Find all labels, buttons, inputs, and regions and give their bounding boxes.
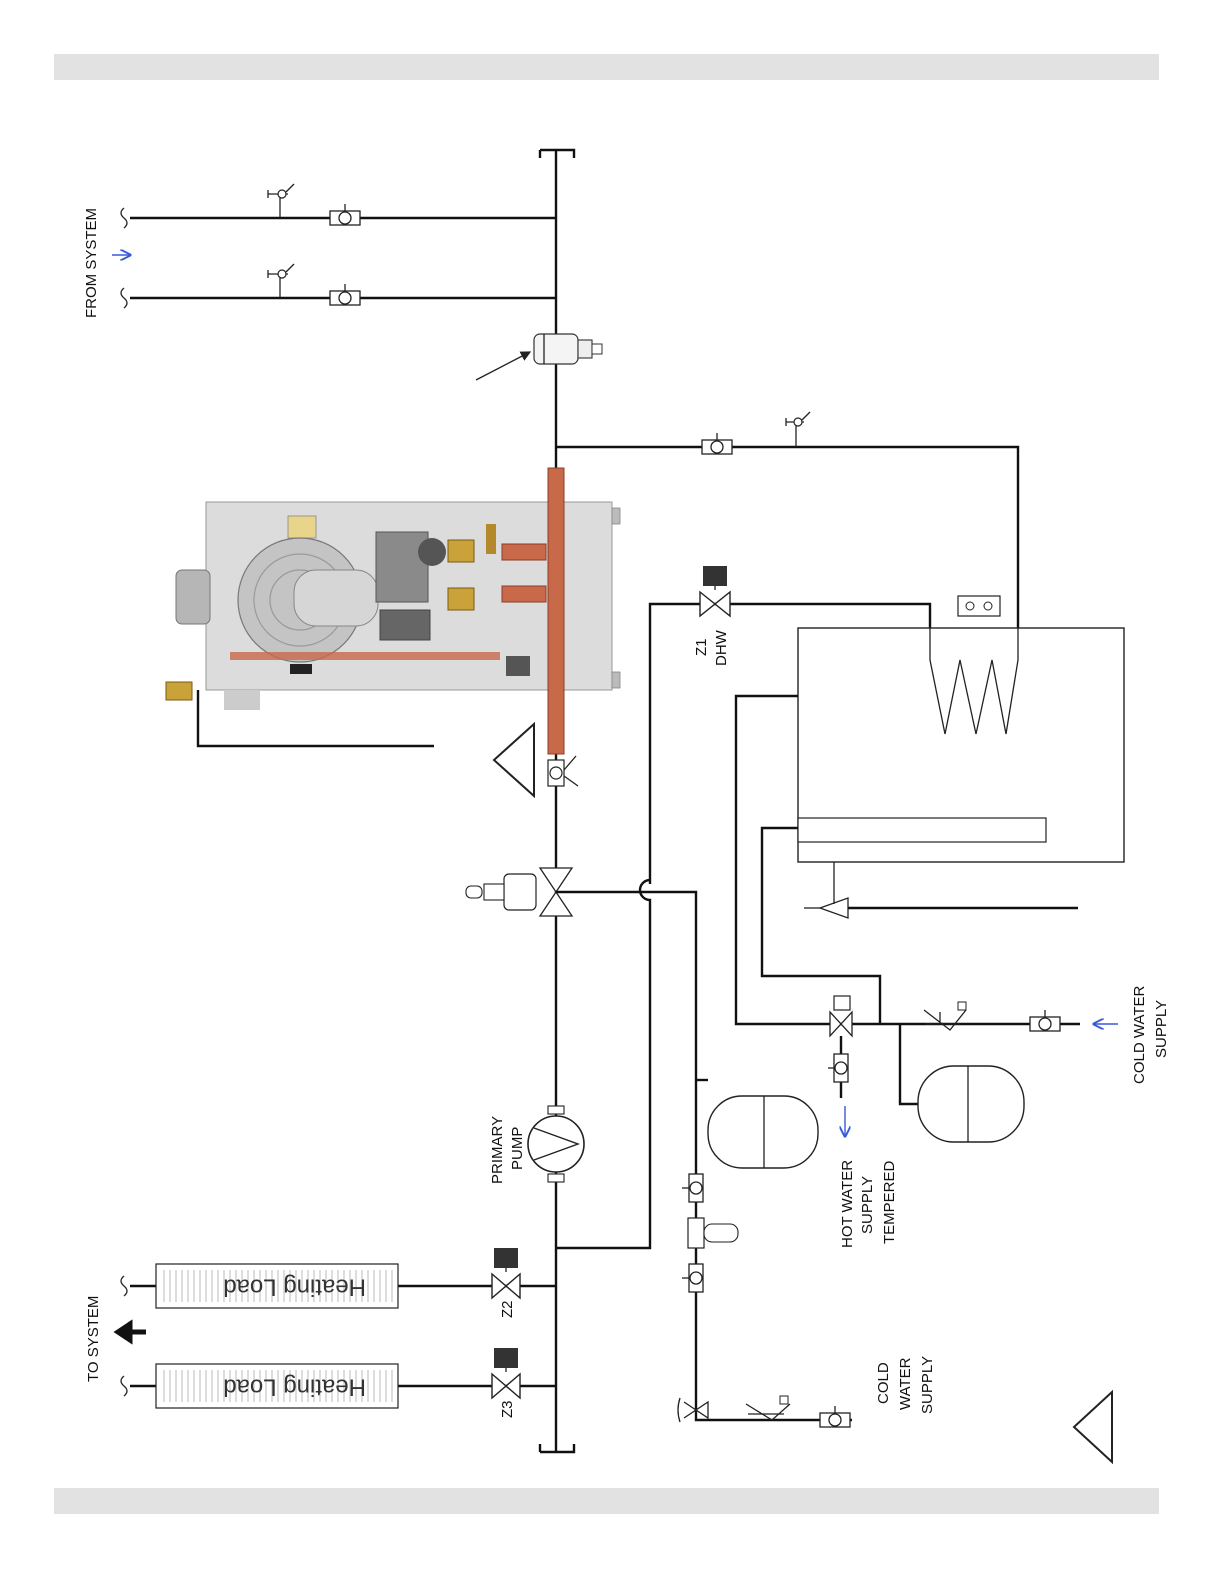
heating-load-2-label: Heating Load [223, 1374, 366, 1401]
z2-label: Z2 [499, 1300, 516, 1318]
drain-valve-icon [268, 184, 294, 218]
check-valve-icon [548, 756, 578, 786]
zone-valve-icon [700, 566, 730, 616]
z1-dhw-label: DHW [713, 629, 730, 666]
ball-valve-icon [1030, 1010, 1060, 1031]
to-system-label: TO SYSTEM [85, 1296, 102, 1382]
mixing-valve-icon [830, 996, 852, 1036]
ball-valve-icon [702, 433, 732, 454]
primary-pump-label-1: PRIMARY [489, 1116, 506, 1184]
from-system-branch-2 [121, 264, 556, 308]
backflow-preventer-icon [924, 1002, 966, 1030]
to-system-arrow-icon [118, 1324, 146, 1340]
ball-valve-icon [682, 1174, 703, 1202]
cold-water-right-label-2: SUPPLY [1153, 1000, 1170, 1058]
warning-triangle-icon [1074, 1392, 1112, 1462]
from-system-branch-1 [121, 184, 556, 228]
primary-pump-label-2: PUMP [509, 1127, 526, 1170]
fill-valve-icon [678, 1398, 708, 1422]
heating-load-1-label: Heating Load [223, 1274, 366, 1301]
dhw-return-loop [556, 412, 1018, 628]
ball-valve-icon [330, 284, 360, 305]
backflow-preventer-icon [746, 1396, 790, 1420]
pressure-reducing-valve-icon [688, 1218, 738, 1248]
expansion-tank-system [708, 1096, 818, 1168]
z3-label: Z3 [499, 1400, 516, 1418]
hot-water-label-3: TEMPERED [881, 1160, 898, 1244]
relief-valve-icon [804, 862, 1078, 918]
cold-water-right-label-1: COLD WATER [1131, 985, 1148, 1084]
ball-valve-icon [820, 1406, 850, 1427]
from-system-label: FROM SYSTEM [83, 208, 100, 318]
zone-valve-icon [492, 1248, 520, 1298]
bypass-line [556, 880, 650, 1248]
dirt-separator-icon [476, 334, 602, 380]
ball-valve-icon [828, 1054, 848, 1082]
z1-label: Z1 [693, 638, 710, 656]
ball-valve-icon [682, 1264, 703, 1292]
warning-triangle-icon [494, 724, 534, 796]
copper-manifold [548, 468, 564, 754]
hot-water-label-1: HOT WATER [839, 1160, 856, 1248]
primary-pump-icon [528, 1106, 584, 1182]
cold-water-fill-line [678, 1168, 852, 1427]
cold-water-left-label-2: WATER [897, 1357, 914, 1410]
cold-water-left-label-3: SUPPLY [919, 1356, 936, 1414]
cold-water-left-label-1: COLD [875, 1362, 892, 1404]
zone-valve-icon [492, 1348, 520, 1398]
drain-valve-icon [268, 264, 294, 298]
hot-water-label-2: SUPPLY [859, 1176, 876, 1234]
expansion-tank-dhw [918, 1066, 1024, 1142]
dhw-tank [798, 596, 1124, 918]
ball-valve-icon [330, 204, 360, 225]
drain-valve-icon [786, 412, 810, 447]
